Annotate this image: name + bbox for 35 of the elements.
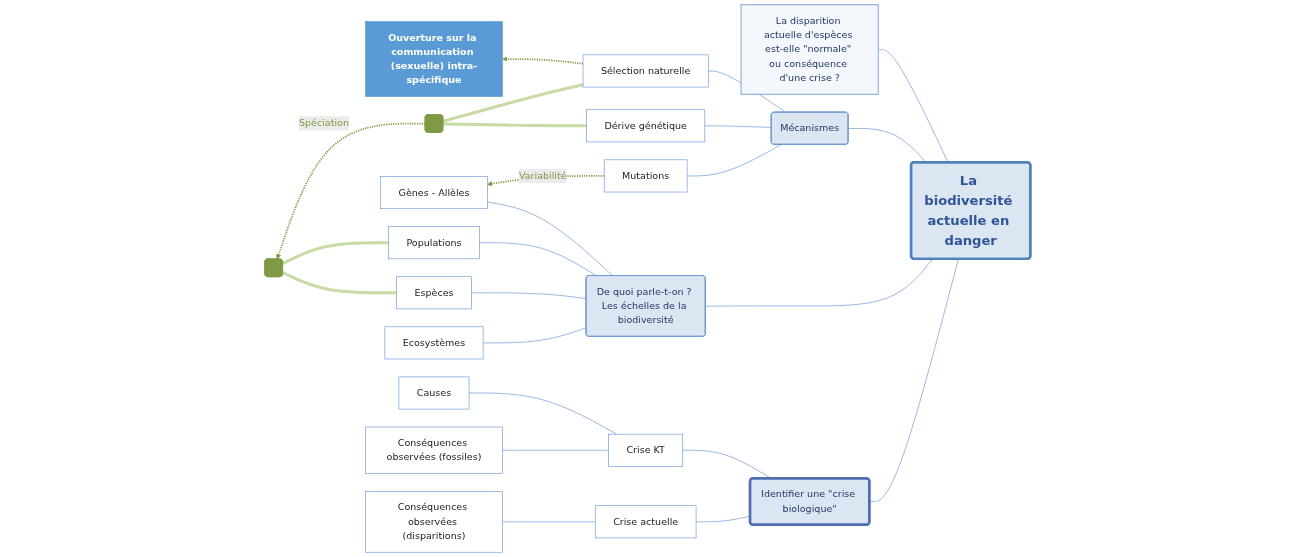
connector: [877, 49, 949, 163]
connector: [847, 128, 927, 163]
connector: [695, 515, 751, 523]
connector: [282, 241, 389, 265]
node-box: La disparition actuelle d'espèces est-elle "normale" ou conséquence d'une crise ?: [740, 4, 879, 95]
node-box: Sélection naturelle: [582, 54, 709, 88]
connector: [282, 271, 397, 295]
connector: [502, 449, 609, 451]
connector: [470, 292, 587, 300]
connector: [478, 242, 597, 277]
connector: [704, 125, 772, 128]
connector: [442, 83, 584, 123]
connector: [468, 392, 618, 435]
node-box: Causes: [398, 376, 470, 410]
connector: [486, 201, 614, 277]
node-box: Crise actuelle: [594, 505, 697, 539]
node-box: Ecosystèmes: [384, 326, 484, 360]
node-box: Gènes - Allèles: [380, 176, 488, 210]
connector: [502, 521, 596, 523]
node-box: Crise KT: [608, 433, 684, 467]
node-box: Populations: [388, 226, 480, 260]
connector: [443, 122, 587, 128]
connector: [686, 144, 782, 177]
connector: [705, 258, 933, 307]
node-box: Conséquences observées (fossiles): [365, 426, 503, 474]
node-box: Conséquences observées (disparitions): [365, 491, 503, 553]
node-box: Espèces: [396, 276, 472, 310]
edge-label: Spéciation: [298, 117, 349, 129]
connector: [482, 327, 587, 344]
node-box: Mutations: [603, 159, 688, 193]
arrow: [502, 56, 584, 65]
node-box: Ouverture sur la communication (sexuelle) intra-spécifique: [365, 21, 503, 97]
edge-label: Variabilité: [518, 169, 567, 182]
node-box: Dérive génétique: [586, 109, 706, 143]
connector: [869, 258, 959, 503]
